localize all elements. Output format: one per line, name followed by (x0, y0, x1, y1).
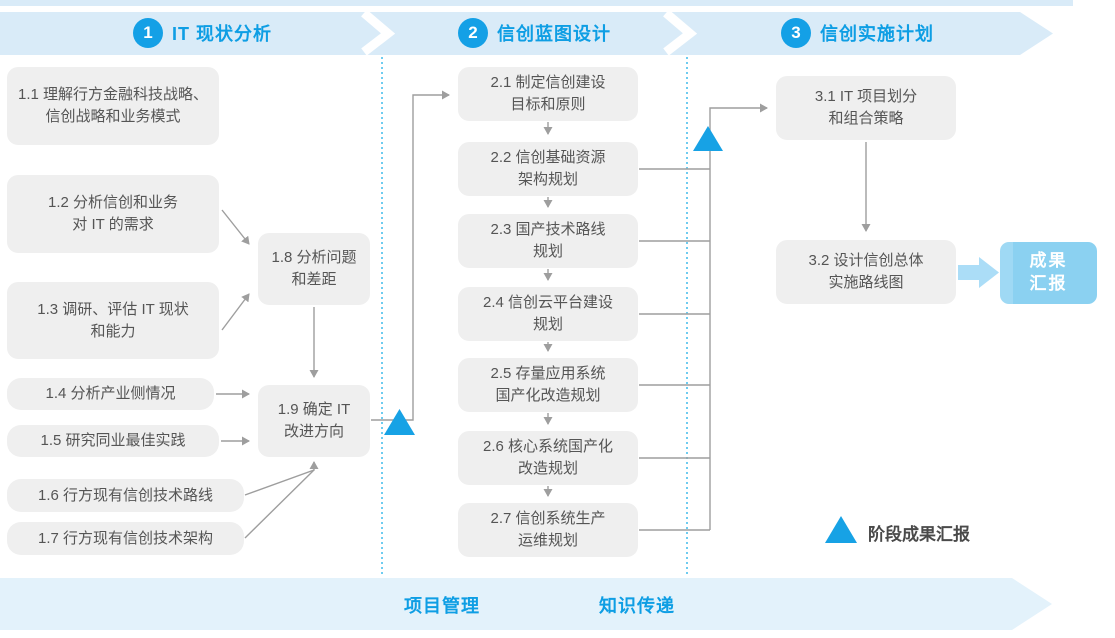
connector-1-7-to-1-9 (244, 469, 315, 539)
phase-2-number-badge: 2 (458, 18, 488, 48)
box-2-5: 2.5 存量应用系统 国产化改造规划 (458, 358, 638, 412)
box-1-5: 1.5 研究同业最佳实践 (7, 425, 219, 457)
box-1-1: 1.1 理解行方金融科技战略、 信创战略和业务模式 (7, 67, 219, 145)
footer-item-knowledge-transfer: 知识传递 (599, 596, 675, 616)
box-1-3: 1.3 调研、评估 IT 现状 和能力 (7, 282, 219, 359)
connector-1-9-to-2-1 (371, 90, 450, 421)
box-2-4: 2.4 信创云平台建设 规划 (458, 287, 638, 341)
phase-3-number-badge: 3 (781, 18, 811, 48)
connector-1-6-to-1-9 (244, 461, 319, 496)
box-2-1: 2.1 制定信创建设 目标和原则 (458, 67, 638, 121)
chevron-divider-icon-2 (663, 9, 698, 56)
connector-lines (216, 90, 871, 539)
legend-triangle-icon (825, 516, 857, 543)
top-strip (0, 0, 1073, 6)
box-1-7: 1.7 行方现有信创技术架构 (7, 522, 244, 555)
box-1-9: 1.9 确定 IT 改进方向 (258, 385, 370, 457)
milestone-triangle-icon-1 (384, 409, 415, 435)
phase-header-1: 1 IT 现状分析 (133, 17, 272, 49)
phase-1-title: IT 现状分析 (172, 24, 272, 44)
phase-2-title: 信创蓝图设计 (497, 24, 611, 44)
box-1-6: 1.6 行方现有信创技术路线 (7, 479, 244, 512)
connector-1-3-to-1-8 (221, 293, 250, 331)
result-report-box: 成果 汇报 (1000, 242, 1097, 304)
phase-header-3: 3 信创实施计划 (781, 17, 934, 49)
milestone-triangle-icon-2 (693, 126, 723, 151)
chevron-divider-icon-1 (361, 9, 396, 56)
box-2-7: 2.7 信创系统生产 运维规划 (458, 503, 638, 557)
legend-label: 阶段成果汇报 (868, 525, 970, 544)
connector-1-2-to-1-8 (221, 209, 250, 245)
result-arrow-icon (958, 257, 999, 288)
footer-item-project-management: 项目管理 (404, 596, 480, 616)
box-2-3: 2.3 国产技术路线 规划 (458, 214, 638, 268)
phase-header-2: 2 信创蓝图设计 (458, 17, 611, 49)
connector-collector-to-3-1 (709, 103, 768, 530)
box-1-2: 1.2 分析信创和业务 对 IT 的需求 (7, 175, 219, 253)
box-3-1: 3.1 IT 项目划分 和组合策略 (776, 76, 956, 140)
box-2-2: 2.2 信创基础资源 架构规划 (458, 142, 638, 196)
phase-3-title: 信创实施计划 (820, 24, 934, 44)
box-1-8: 1.8 分析问题 和差距 (258, 233, 370, 305)
phase-1-number-badge: 1 (133, 18, 163, 48)
box-3-2: 3.2 设计信创总体 实施路线图 (776, 240, 956, 304)
box-1-4: 1.4 分析产业侧情况 (7, 378, 214, 410)
box-2-6: 2.6 核心系统国产化 改造规划 (458, 431, 638, 485)
bottom-band (0, 578, 1052, 630)
